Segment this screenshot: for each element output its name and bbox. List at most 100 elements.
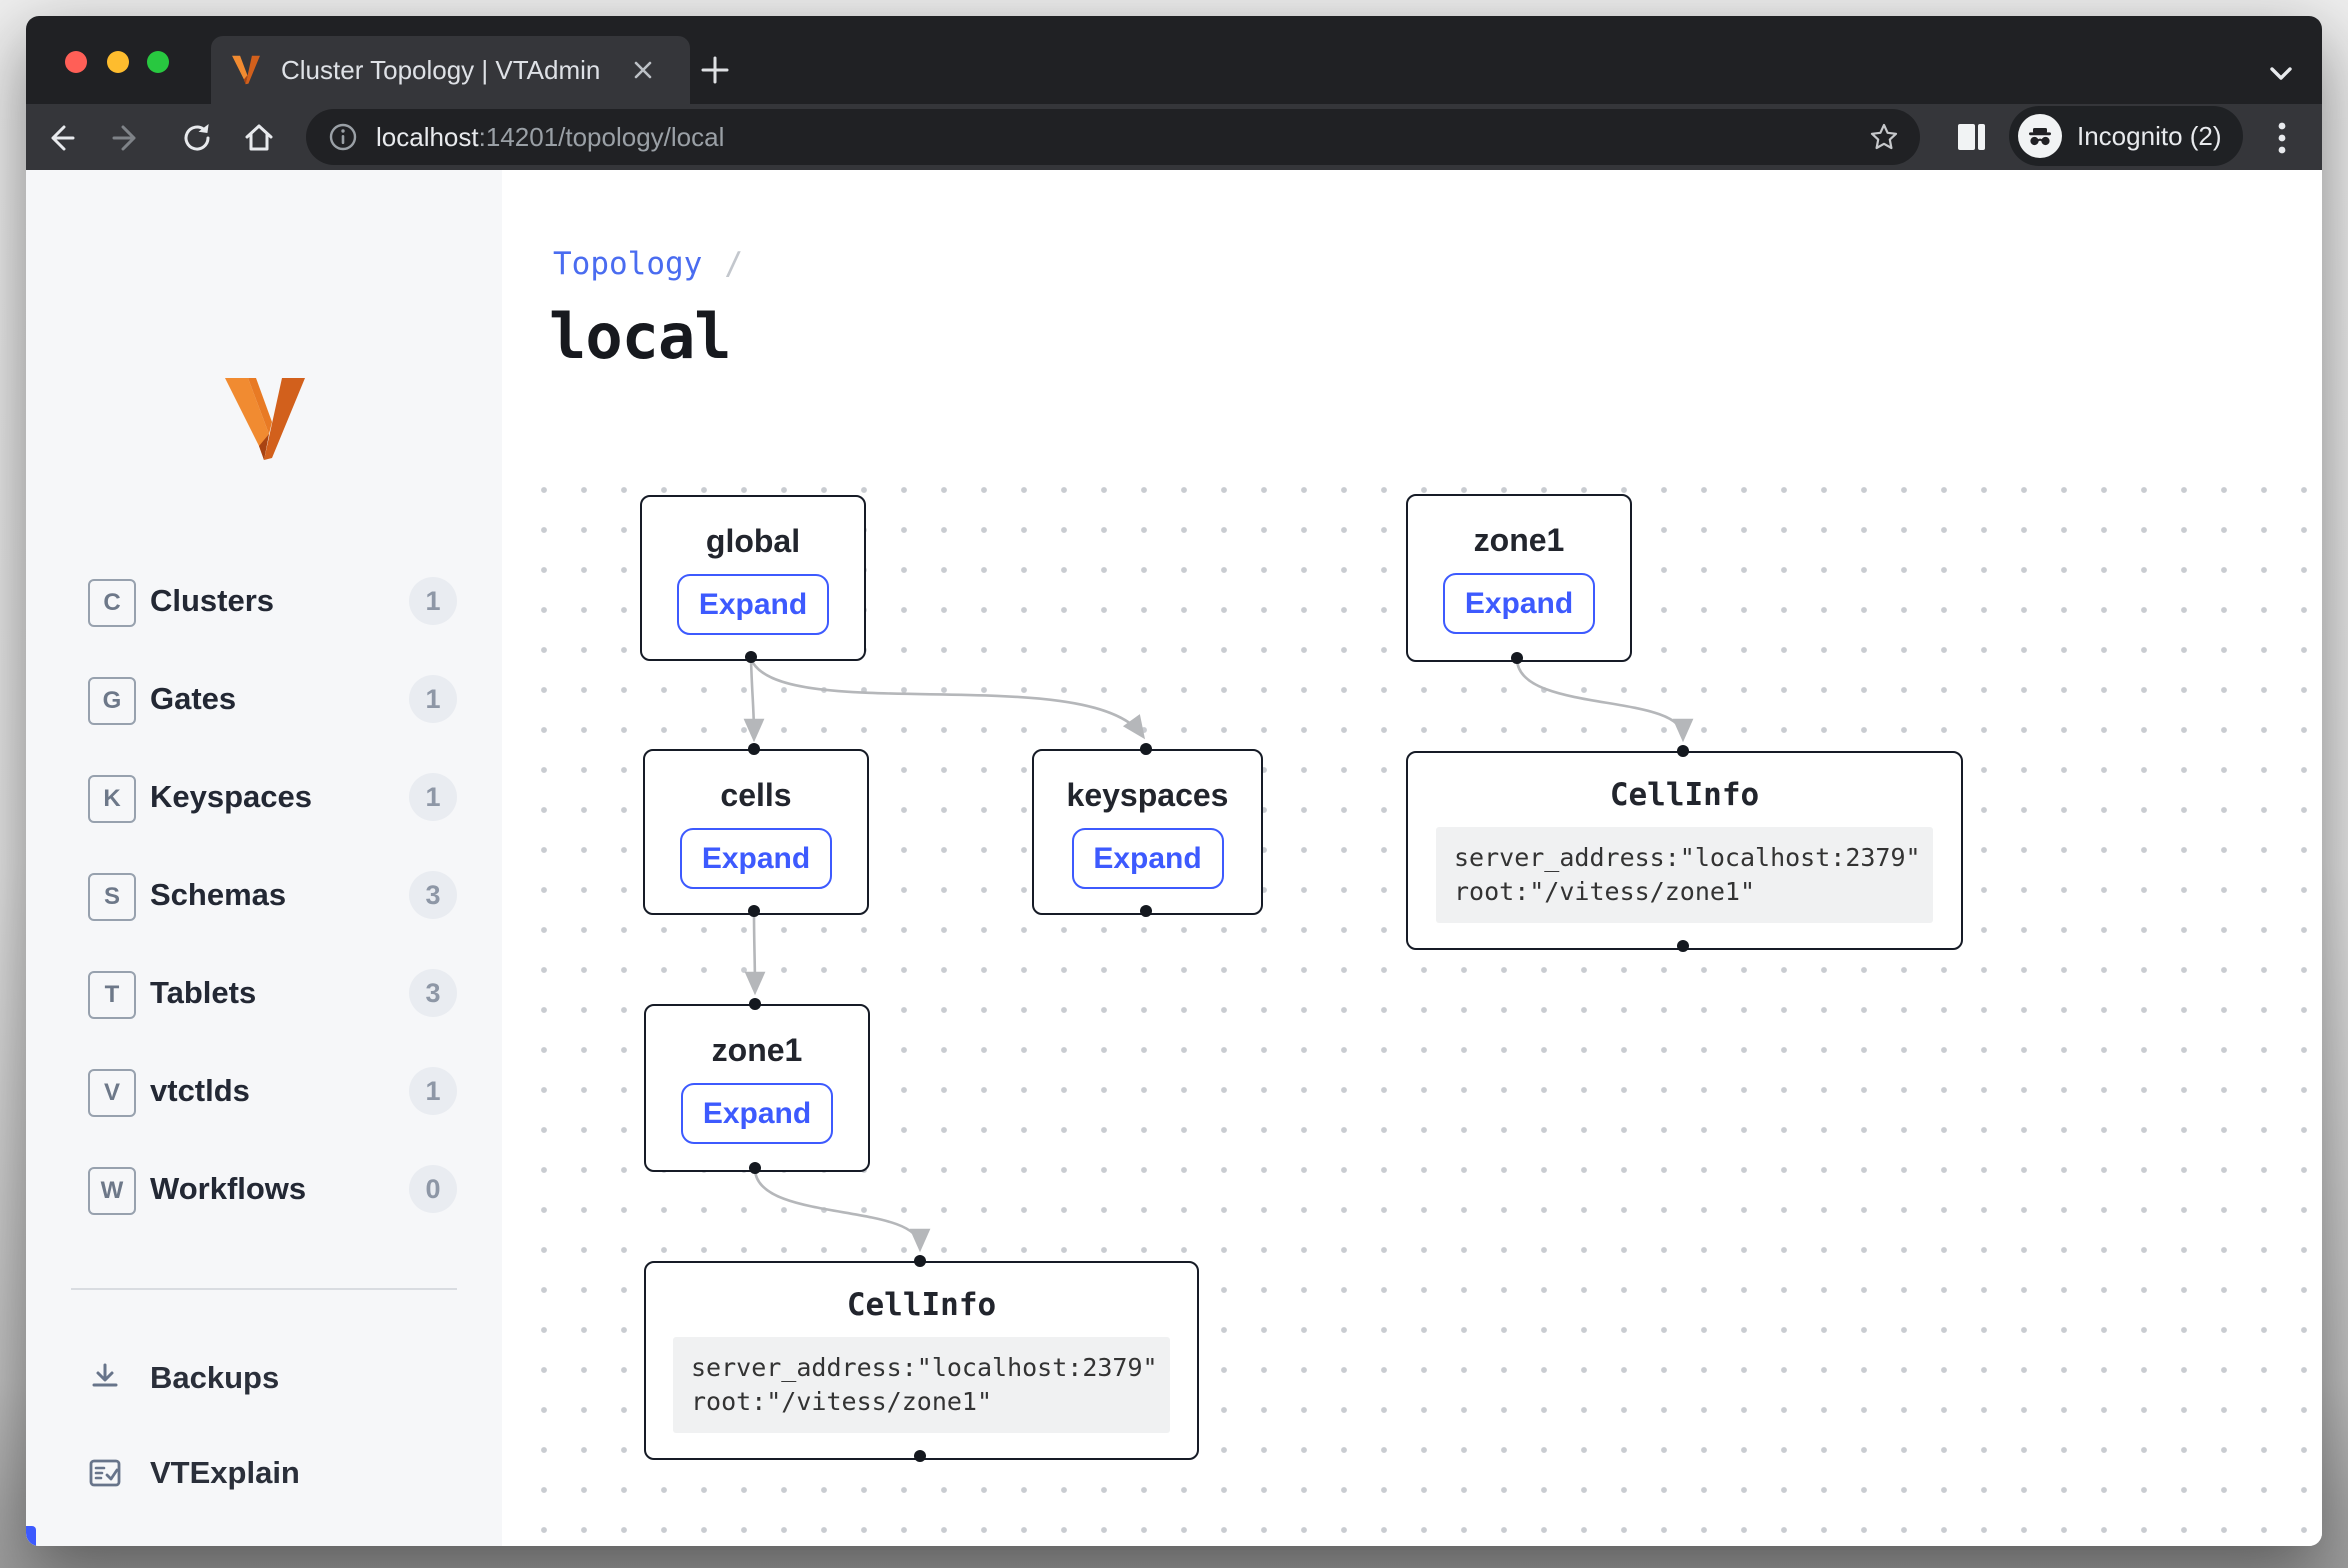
- node-cellinfo-bottom[interactable]: CellInfo server_address:"localhost:2379"…: [644, 1261, 1199, 1460]
- count-badge: 3: [409, 969, 457, 1017]
- node-global[interactable]: global Expand: [640, 495, 866, 661]
- expand-button[interactable]: Expand: [681, 1083, 833, 1144]
- code-line: root:"/vitess/zone1": [1454, 877, 1756, 906]
- address-bar[interactable]: localhost:14201/topology/local: [306, 109, 1920, 165]
- url-path: :14201/topology/local: [478, 121, 725, 152]
- node-keyspaces[interactable]: keyspaces Expand: [1032, 749, 1263, 915]
- expand-button[interactable]: Expand: [1443, 573, 1595, 634]
- url-host: localhost: [376, 121, 479, 152]
- sidebar-item-schemas[interactable]: S Schemas 3: [26, 860, 502, 930]
- handle-zone1-top-bottom[interactable]: [1511, 652, 1523, 664]
- node-label: CellInfo: [1609, 777, 1760, 813]
- sidebar: C Clusters 1 G Gates 1 K Keyspaces 1 S S…: [26, 170, 502, 1546]
- back-button[interactable]: [42, 120, 78, 156]
- vitess-favicon-icon: [232, 55, 260, 85]
- node-label: zone1: [711, 1032, 803, 1068]
- node-label: keyspaces: [1066, 777, 1229, 813]
- zoom-window-button[interactable]: [147, 51, 169, 73]
- site-info-icon[interactable]: [328, 122, 358, 152]
- handle-zone1-mid-bottom[interactable]: [749, 1162, 761, 1174]
- schemas-letter-icon: S: [88, 873, 136, 921]
- expand-button[interactable]: Expand: [680, 828, 832, 889]
- sidebar-item-vtctlds[interactable]: V vtctlds 1: [26, 1056, 502, 1126]
- breadcrumb-separator: /: [724, 246, 743, 282]
- vitess-logo: [225, 378, 305, 460]
- expand-button[interactable]: Expand: [1071, 828, 1224, 889]
- count-badge: 1: [409, 577, 457, 625]
- tablets-letter-icon: T: [88, 971, 136, 1019]
- node-cellinfo-right[interactable]: CellInfo server_address:"localhost:2379"…: [1406, 751, 1963, 950]
- incognito-icon: [2018, 114, 2062, 158]
- sidebar-item-gates[interactable]: G Gates 1: [26, 664, 502, 734]
- handle-zone1-mid-top[interactable]: [749, 998, 761, 1010]
- handle-cells-top[interactable]: [748, 743, 760, 755]
- handle-keyspaces-top[interactable]: [1140, 743, 1152, 755]
- sidebar-item-label: VTExplain: [150, 1455, 300, 1490]
- handle-cellinfo-right-top[interactable]: [1677, 745, 1689, 757]
- code-line: server_address:"localhost:2379": [1454, 843, 1921, 872]
- handle-cellinfo-bottom-top[interactable]: [914, 1255, 926, 1267]
- browser-tab[interactable]: Cluster Topology | VTAdmin: [211, 36, 690, 104]
- handle-cells-bottom[interactable]: [748, 905, 760, 917]
- count-badge: 1: [409, 675, 457, 723]
- gates-letter-icon: G: [88, 677, 136, 725]
- count-badge: 3: [409, 871, 457, 919]
- sidebar-item-label: vtctlds: [150, 1073, 250, 1108]
- close-window-button[interactable]: [65, 51, 87, 73]
- node-label: zone1: [1473, 522, 1565, 558]
- sidebar-item-topology[interactable]: Topology: [26, 1533, 502, 1546]
- breadcrumb-topology-link[interactable]: Topology: [553, 246, 703, 282]
- node-label: CellInfo: [846, 1287, 997, 1323]
- sidebar-item-vtexplain[interactable]: VTExplain: [26, 1438, 502, 1508]
- sidebar-item-clusters[interactable]: C Clusters 1: [26, 566, 502, 636]
- sidebar-item-label: Backups: [150, 1360, 280, 1395]
- sidebar-item-label: Schemas: [150, 877, 287, 912]
- download-icon: [92, 1363, 118, 1387]
- cellinfo-code: server_address:"localhost:2379" root:"/v…: [673, 1337, 1170, 1433]
- active-nav-indicator: [26, 1526, 36, 1546]
- cellinfo-code: server_address:"localhost:2379" root:"/v…: [1436, 827, 1933, 923]
- sidebar-item-workflows[interactable]: W Workflows 0: [26, 1154, 502, 1224]
- browser-menu-icon[interactable]: [2270, 118, 2294, 158]
- keyspaces-letter-icon: K: [88, 775, 136, 823]
- sidebar-item-tablets[interactable]: T Tablets 3: [26, 958, 502, 1028]
- forward-button[interactable]: [109, 120, 145, 156]
- sidebar-item-label: Tablets: [150, 975, 257, 1010]
- tab-search-chevron-icon[interactable]: [2264, 62, 2298, 86]
- node-zone1-mid[interactable]: zone1 Expand: [644, 1004, 870, 1172]
- tab-close-icon[interactable]: [628, 55, 658, 85]
- clusters-letter-icon: C: [88, 579, 136, 627]
- count-badge: 1: [409, 773, 457, 821]
- document-check-icon: [89, 1459, 121, 1487]
- node-zone1-top[interactable]: zone1 Expand: [1406, 494, 1632, 662]
- browser-window: Cluster Topology | VTAdmin: [26, 16, 2322, 1546]
- tab-strip: Cluster Topology | VTAdmin: [26, 16, 2322, 104]
- vtctlds-letter-icon: V: [88, 1069, 136, 1117]
- tab-title: Cluster Topology | VTAdmin: [281, 54, 601, 85]
- node-label: global: [705, 523, 801, 559]
- count-badge: 0: [409, 1165, 457, 1213]
- sidebar-divider: [71, 1288, 457, 1290]
- home-button[interactable]: [241, 120, 277, 156]
- profile-badge[interactable]: Incognito (2): [2009, 106, 2243, 166]
- sidebar-item-backups[interactable]: Backups: [26, 1343, 502, 1413]
- expand-button[interactable]: Expand: [677, 574, 829, 635]
- new-tab-button[interactable]: [698, 53, 732, 87]
- handle-keyspaces-bottom[interactable]: [1140, 905, 1152, 917]
- minimize-window-button[interactable]: [107, 51, 129, 73]
- bookmark-star-icon[interactable]: [1868, 121, 1900, 153]
- sidebar-item-keyspaces[interactable]: K Keyspaces 1: [26, 762, 502, 832]
- side-panel-icon[interactable]: [1954, 120, 1988, 154]
- sidebar-item-label: Topology: [150, 1533, 287, 1546]
- url-text[interactable]: localhost:14201/topology/local: [376, 122, 724, 153]
- reload-button[interactable]: [179, 120, 215, 156]
- node-cells[interactable]: cells Expand: [643, 749, 869, 915]
- sidebar-item-label: Clusters: [150, 583, 275, 618]
- breadcrumb: Topology /: [553, 246, 743, 282]
- code-line: server_address:"localhost:2379": [691, 1353, 1158, 1382]
- handle-cellinfo-bottom-bottom[interactable]: [914, 1450, 926, 1462]
- count-badge: 1: [409, 1067, 457, 1115]
- handle-global-bottom[interactable]: [745, 651, 757, 663]
- sidebar-item-label: Workflows: [150, 1171, 307, 1206]
- handle-cellinfo-right-bottom[interactable]: [1677, 940, 1689, 952]
